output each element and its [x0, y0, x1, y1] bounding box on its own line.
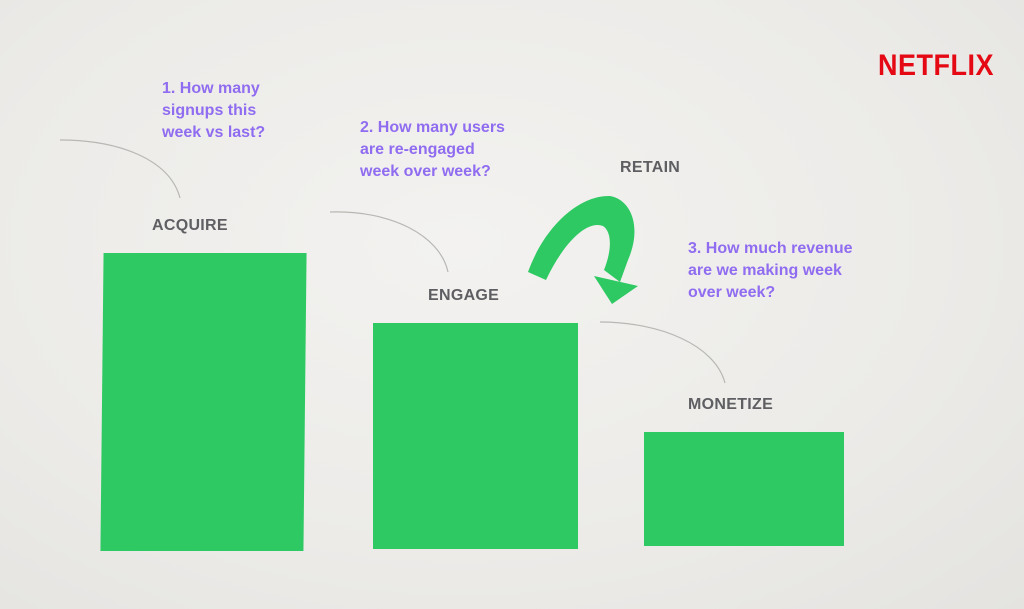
monetize-bar — [644, 432, 844, 546]
question-monetize: 3. How much revenue are we making week o… — [688, 240, 853, 301]
arrow-body — [528, 195, 635, 282]
stage-label-monetize: MONETIZE — [688, 396, 774, 413]
question-acquire: 1. How many signups this week vs last? — [162, 80, 266, 141]
connector-acquire — [59, 139, 181, 199]
connector-monetize — [599, 321, 726, 384]
stage-label-engage: ENGAGE — [428, 287, 500, 304]
curved-arrow-icon — [528, 195, 638, 304]
arrow-head — [594, 276, 638, 304]
stage-label-retain: RETAIN — [620, 159, 681, 176]
netflix-logo: NETFLIX — [878, 48, 994, 82]
connector-engage — [329, 211, 449, 273]
question-engage: 2. How many users are re-engaged week ov… — [360, 119, 505, 180]
stage-label-acquire: ACQUIRE — [152, 217, 228, 234]
acquire-bar — [100, 253, 307, 551]
engage-bar — [373, 323, 578, 549]
